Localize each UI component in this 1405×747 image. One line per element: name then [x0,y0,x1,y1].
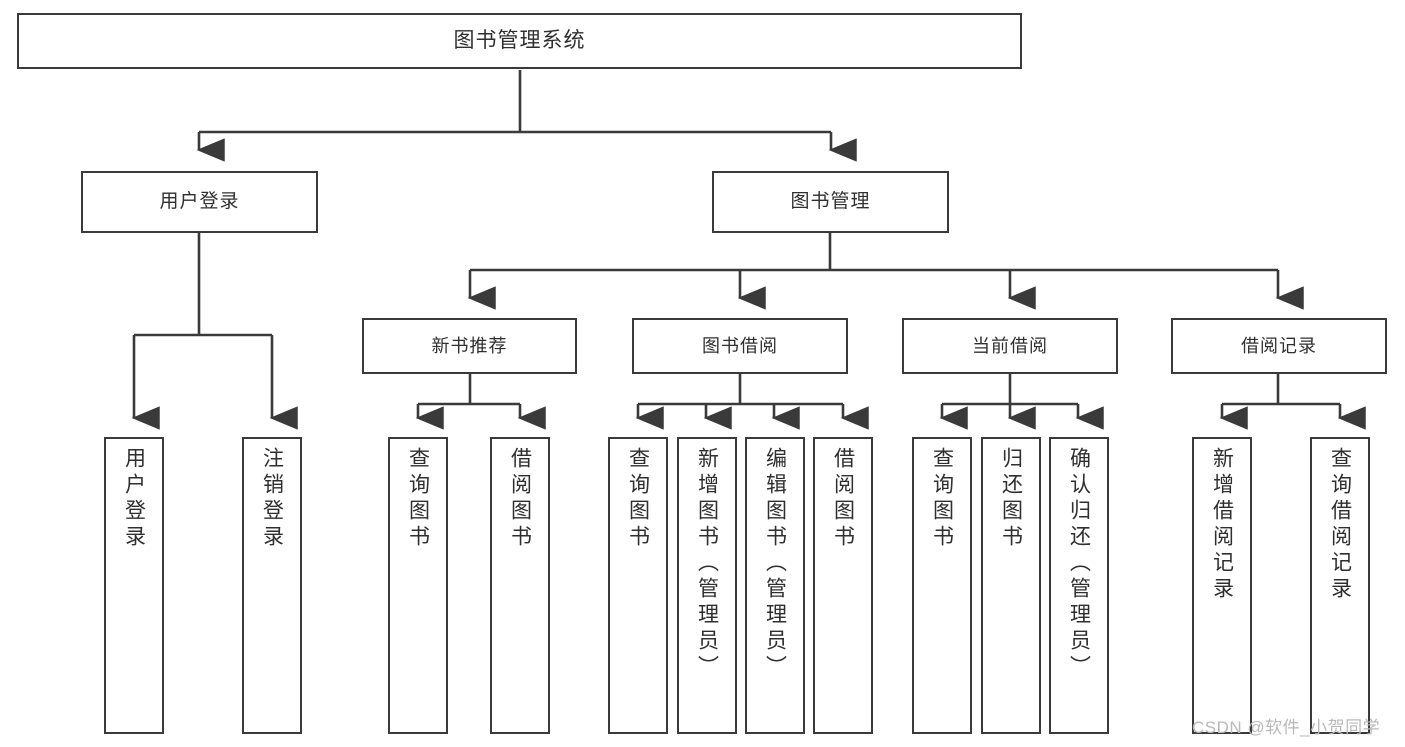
node-root[interactable]: 图书管理系统 [17,13,1022,69]
leaf-borrow-book-1-label: 借阅图书 [508,447,532,551]
leaf-borrow-book-2[interactable]: 借阅图书 [813,437,873,734]
leaf-logout-login-label: 注销登录 [260,447,284,551]
leaf-query-book-2[interactable]: 查询图书 [608,437,668,734]
node-borrow-record[interactable]: 借阅记录 [1171,318,1387,374]
leaf-borrow-book-2-label: 借阅图书 [831,447,855,551]
node-user-login-label: 用户登录 [159,191,240,213]
leaf-return-book[interactable]: 归还图书 [981,437,1041,734]
leaf-edit-book[interactable]: 编辑图书（管理员） [745,437,805,734]
leaf-add-book[interactable]: 新增图书（管理员） [677,437,737,734]
leaf-edit-book-label: 编辑图书（管理员） [763,447,787,681]
leaf-query-book-2-label: 查询图书 [626,447,650,551]
leaf-add-record-label: 新增借阅记录 [1210,447,1234,603]
node-root-label: 图书管理系统 [453,28,586,52]
node-book-borrow[interactable]: 图书借阅 [632,318,848,374]
node-user-login[interactable]: 用户登录 [81,171,318,233]
node-book-borrow-label: 图书借阅 [702,335,778,356]
node-borrow-record-label: 借阅记录 [1241,335,1317,356]
node-book-manage[interactable]: 图书管理 [712,171,949,233]
node-new-book-rec-label: 新书推荐 [431,335,508,356]
csdn-watermark: CSDN @软件_小贺同学 [1192,718,1381,737]
leaf-confirm-return[interactable]: 确认归还（管理员） [1049,437,1109,734]
node-current-borrow-label: 当前借阅 [972,335,1048,356]
leaf-confirm-return-label: 确认归还（管理员） [1067,447,1091,681]
leaf-logout-login[interactable]: 注销登录 [242,437,302,734]
leaf-query-book-1-label: 查询图书 [406,447,430,551]
leaf-add-record[interactable]: 新增借阅记录 [1192,437,1252,734]
leaf-query-book-3[interactable]: 查询图书 [912,437,972,734]
node-new-book-rec[interactable]: 新书推荐 [362,318,577,374]
leaf-query-book-3-label: 查询图书 [930,447,954,551]
node-book-manage-label: 图书管理 [790,191,871,213]
leaf-return-book-label: 归还图书 [999,447,1023,551]
node-current-borrow[interactable]: 当前借阅 [902,318,1118,374]
leaf-query-book-1[interactable]: 查询图书 [388,437,448,734]
leaf-query-record-label: 查询借阅记录 [1328,447,1352,603]
leaf-add-book-label: 新增图书（管理员） [695,447,719,681]
leaf-user-login-label: 用户登录 [122,447,146,551]
leaf-user-login[interactable]: 用户登录 [104,437,164,734]
leaf-borrow-book-1[interactable]: 借阅图书 [490,437,550,734]
leaf-query-record[interactable]: 查询借阅记录 [1310,437,1370,734]
